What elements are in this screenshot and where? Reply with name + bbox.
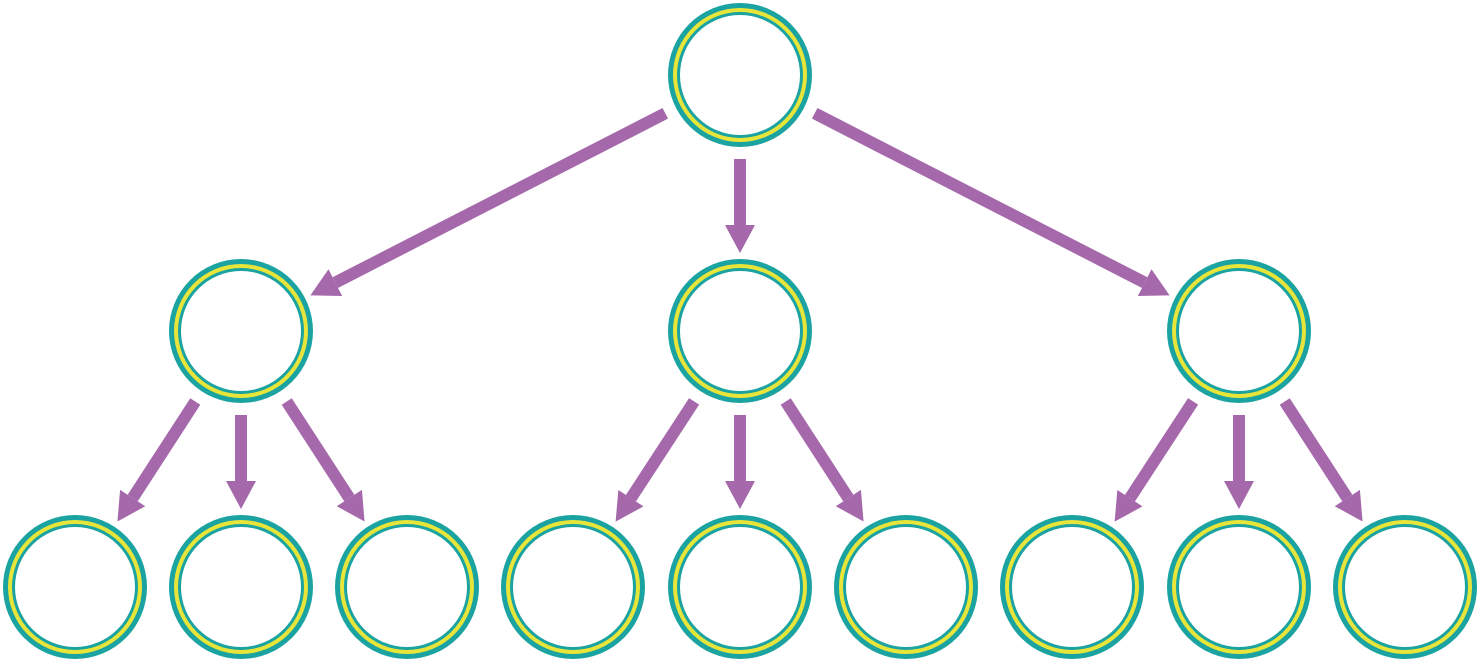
node-fill xyxy=(680,15,800,135)
arrow-root-to-b xyxy=(725,159,755,253)
arrow-head xyxy=(1137,269,1170,296)
arrow-shaft xyxy=(811,108,1148,288)
node-fill xyxy=(513,527,633,647)
arrow-shaft xyxy=(1233,415,1245,481)
node-fill xyxy=(1179,271,1299,391)
arrow-shaft xyxy=(734,159,746,225)
arrow-head xyxy=(1334,489,1363,522)
edges-layer xyxy=(117,108,1363,522)
node-fill xyxy=(181,527,301,647)
arrow-root-to-a xyxy=(310,108,669,296)
node-fill xyxy=(846,527,966,647)
arrow-shaft xyxy=(281,398,355,502)
tree-node-c3 xyxy=(1333,515,1477,659)
arrow-shaft xyxy=(235,415,247,481)
tree-node-c2 xyxy=(1167,515,1311,659)
tree-node-a2 xyxy=(169,515,313,659)
arrow-a-to-a2 xyxy=(226,415,256,509)
node-fill xyxy=(15,527,135,647)
arrow-c-to-c3 xyxy=(1279,398,1363,522)
node-fill xyxy=(680,271,800,391)
arrow-head xyxy=(725,225,755,253)
arrow-head xyxy=(117,489,146,522)
tree-node-a xyxy=(169,259,313,403)
node-fill xyxy=(1345,527,1465,647)
arrow-b-to-b3 xyxy=(780,398,864,522)
node-fill xyxy=(1179,527,1299,647)
tree-node-b xyxy=(668,259,812,403)
arrow-b-to-b2 xyxy=(725,415,755,509)
arrow-head xyxy=(615,490,644,522)
tree-node-root xyxy=(668,3,812,147)
arrow-head xyxy=(226,481,256,509)
arrow-head xyxy=(1224,481,1254,509)
arrow-head xyxy=(1114,490,1143,522)
arrow-a-to-a3 xyxy=(281,398,365,522)
arrow-head xyxy=(835,489,864,522)
nodes-layer xyxy=(3,3,1477,659)
node-fill xyxy=(347,527,467,647)
arrow-shaft xyxy=(127,398,201,502)
arrow-b-to-b1 xyxy=(615,398,700,522)
tree-node-c1 xyxy=(1000,515,1144,659)
arrow-c-to-c1 xyxy=(1114,398,1199,522)
arrow-head xyxy=(725,481,755,509)
tree-node-a1 xyxy=(3,515,147,659)
arrow-shaft xyxy=(1124,398,1199,502)
arrow-shaft xyxy=(734,415,746,481)
arrow-shaft xyxy=(1279,398,1353,502)
tree-node-c xyxy=(1167,259,1311,403)
arrow-shaft xyxy=(332,108,669,288)
node-fill xyxy=(680,527,800,647)
arrow-head xyxy=(310,269,343,296)
tree-node-b2 xyxy=(668,515,812,659)
node-fill xyxy=(181,271,301,391)
tree-node-b3 xyxy=(834,515,978,659)
arrow-c-to-c2 xyxy=(1224,415,1254,509)
arrow-a-to-a1 xyxy=(117,398,201,522)
arrow-root-to-c xyxy=(811,108,1170,296)
tree-node-a3 xyxy=(335,515,479,659)
tree-node-b1 xyxy=(501,515,645,659)
arrow-shaft xyxy=(780,398,854,502)
arrow-head xyxy=(336,489,365,522)
node-fill xyxy=(1012,527,1132,647)
arrow-shaft xyxy=(625,398,700,502)
